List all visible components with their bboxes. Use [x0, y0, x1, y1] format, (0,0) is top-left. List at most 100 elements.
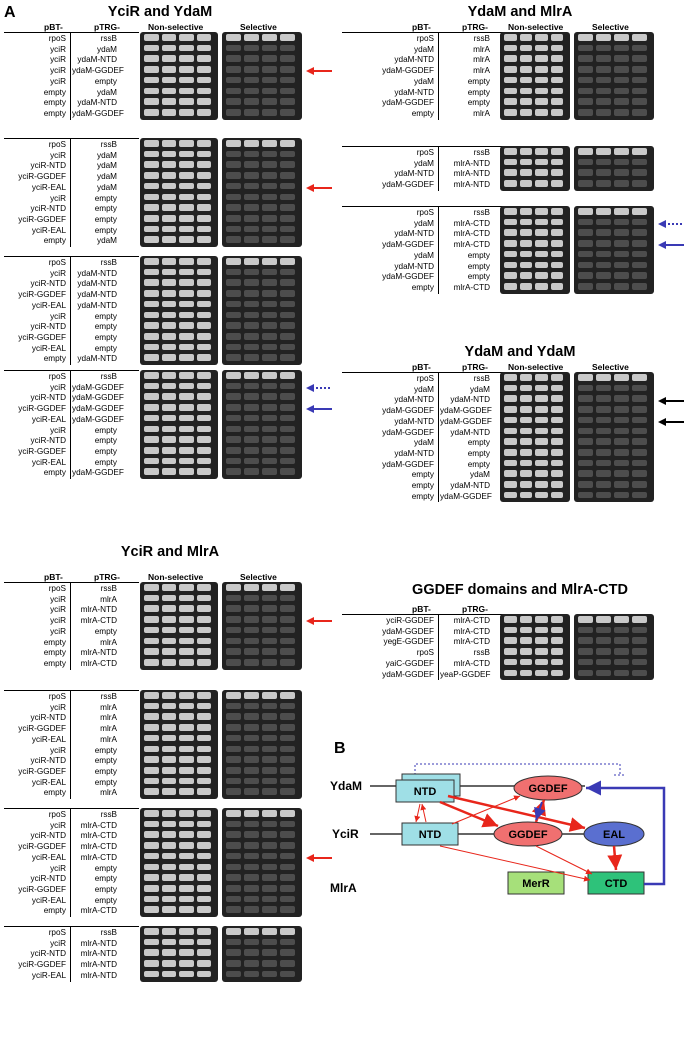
colony-streak — [161, 332, 176, 340]
colony-streak — [161, 831, 176, 839]
pbt-label: rpoS — [48, 928, 66, 937]
colony-streak — [535, 470, 548, 477]
pbt-label: ydaM-GGDEF — [382, 66, 434, 76]
colony-streak — [161, 874, 176, 881]
colony-streak — [614, 384, 629, 392]
colony-streak — [535, 218, 548, 226]
colony-streak — [262, 258, 277, 265]
colony-streak — [244, 874, 259, 881]
colony-streak — [596, 229, 611, 237]
colony-streak — [226, 637, 241, 645]
colony-streak — [161, 949, 176, 957]
pbt-label: ydaM-NTD — [394, 229, 434, 239]
colony-streak — [144, 225, 159, 233]
colony-streak — [196, 616, 211, 623]
colony-streak — [535, 87, 548, 95]
colony-streak — [244, 468, 259, 475]
colony-streak — [244, 692, 259, 699]
pbt-label: yciR — [50, 66, 66, 76]
colony-streak — [196, 150, 211, 158]
selective-plate — [574, 614, 654, 681]
colony-streak — [504, 427, 517, 435]
ptrg-label: mlrA-CTD — [453, 282, 490, 292]
colony-streak — [226, 852, 241, 860]
colony-streak — [161, 425, 176, 433]
colony-streak — [280, 788, 295, 795]
pbt-label: yciR — [50, 938, 66, 948]
colony-streak — [144, 831, 159, 839]
colony-streak — [262, 745, 277, 753]
colony-streak — [596, 406, 611, 413]
colony-streak — [161, 626, 176, 634]
ptrg-label: mlrA-CTD — [453, 658, 490, 668]
colony-streak — [161, 258, 176, 265]
colony-streak — [504, 438, 517, 445]
colony-streak — [161, 225, 176, 233]
colony-streak — [161, 468, 176, 475]
pbt-label: empty — [411, 470, 434, 480]
colony-streak — [226, 236, 241, 243]
colony-streak — [244, 436, 259, 443]
colony-streak — [578, 648, 593, 655]
colony-streak — [550, 395, 563, 403]
colony-streak — [179, 831, 194, 839]
colony-streak — [226, 884, 241, 892]
colony-streak — [614, 616, 629, 623]
colony-streak — [280, 658, 295, 666]
colony-streak — [179, 605, 194, 613]
section-title-yciR_ydaM: YciR and YdaM — [107, 4, 213, 20]
colony-streak — [144, 648, 159, 655]
arrow-blue-ggdef-ggdef — [534, 801, 546, 821]
colony-streak — [262, 382, 277, 390]
ptrg-label: empty — [94, 863, 117, 873]
colony-streak — [144, 193, 159, 201]
colony-streak — [161, 928, 176, 935]
colony-streak — [244, 928, 259, 935]
pbt-label: rpoS — [416, 34, 434, 43]
colony-streak — [280, 810, 295, 817]
pbt-label: yciR — [50, 605, 66, 615]
colony-streak — [161, 713, 176, 721]
column-divider — [70, 690, 71, 799]
pbt-label: ydaM-NTD — [394, 55, 434, 65]
colony-streak — [280, 852, 295, 860]
pbt-label: ydaM — [413, 218, 434, 228]
colony-streak — [280, 777, 295, 785]
colony-streak — [262, 204, 277, 211]
colony-streak — [226, 425, 241, 433]
colony-streak — [578, 416, 593, 424]
colony-streak — [632, 169, 647, 177]
colony-streak — [179, 658, 194, 666]
colony-streak — [161, 108, 176, 116]
colony-streak — [196, 76, 211, 84]
colony-streak — [144, 863, 159, 871]
colony-streak — [196, 938, 211, 946]
colony-streak — [280, 594, 295, 602]
diagram-label-ydam: YdaM — [330, 779, 362, 793]
colony-streak — [632, 98, 647, 105]
colony-streak — [596, 427, 611, 435]
pbt-label: yciR-GGDEF — [18, 404, 66, 414]
colony-streak — [244, 938, 259, 946]
colony-streak — [550, 481, 563, 488]
colony-streak — [179, 616, 194, 623]
nonselective-plate — [500, 372, 570, 503]
colony-streak — [196, 970, 211, 978]
colony-streak — [196, 960, 211, 967]
colony-streak — [244, 949, 259, 957]
colony-streak — [578, 180, 593, 187]
colony-streak — [179, 382, 194, 390]
colony-streak — [280, 44, 295, 52]
colony-streak — [535, 76, 548, 84]
mlra-merr-label: MerR — [522, 878, 550, 890]
colony-streak — [144, 842, 159, 849]
column-divider — [70, 138, 71, 247]
ptrg-label: mlrA-CTD — [80, 906, 117, 916]
colony-streak — [550, 438, 563, 445]
header-ptrg: pTRG- — [462, 362, 488, 372]
colony-streak — [578, 658, 593, 666]
pbt-label: yciR — [50, 55, 66, 65]
colony-streak — [179, 279, 194, 287]
colony-streak — [144, 810, 159, 817]
colony-streak — [179, 594, 194, 602]
